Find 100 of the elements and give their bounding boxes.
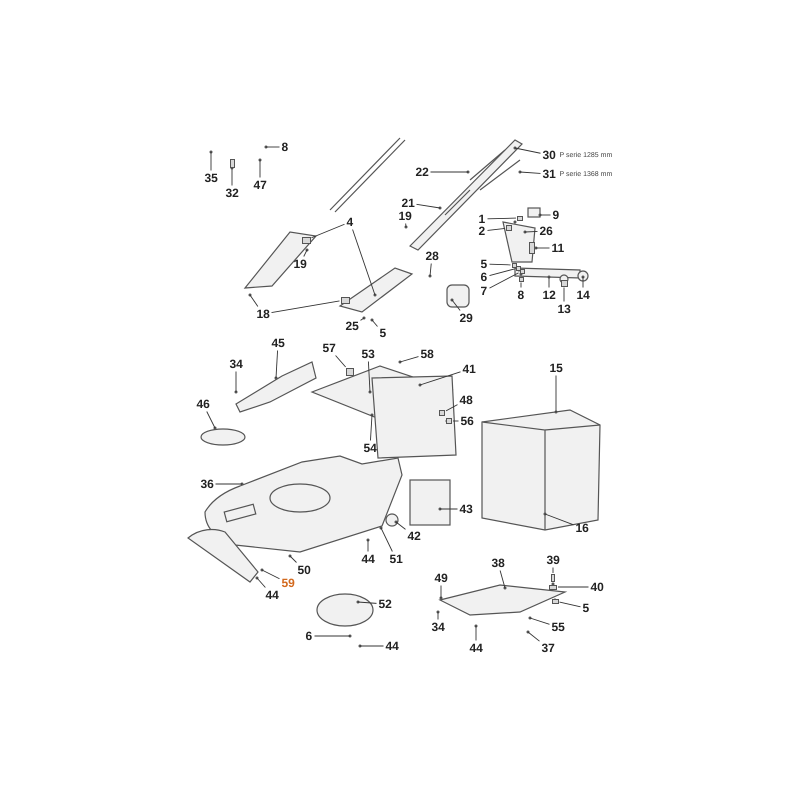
callout-number: 26 [538, 224, 554, 238]
callout-number: 22 [414, 166, 430, 178]
callout-number: 43 [458, 502, 474, 516]
leader-line [540, 214, 551, 216]
callout-number: 6 [304, 630, 314, 642]
leader-line [520, 282, 522, 288]
callout-number: 30 [542, 148, 557, 162]
leader-line [266, 146, 280, 148]
callout-number: 42 [406, 530, 422, 542]
callout-number: 50 [296, 564, 312, 576]
callout-number: 51 [388, 552, 404, 566]
leader-line [544, 514, 574, 526]
small-part-drawing [506, 225, 512, 231]
callout-number: 34 [430, 620, 446, 634]
leader-line [396, 522, 406, 530]
callout-number: 32 [224, 186, 240, 200]
leader-line [530, 618, 550, 625]
leader-line [548, 276, 550, 288]
small-part-drawing [520, 268, 524, 274]
leader-line [452, 420, 459, 422]
callout-number: 41 [462, 362, 477, 376]
callout-number: 14 [576, 288, 591, 302]
callout-number: 8 [280, 140, 290, 154]
leader-line [430, 263, 432, 276]
small-part-drawing [551, 574, 555, 582]
callout-number: 53 [360, 348, 376, 360]
callout-number: 11 [550, 242, 566, 254]
small-part-drawing [230, 158, 234, 168]
leader-line [358, 602, 377, 604]
small-part-drawing [439, 410, 445, 416]
leader-line [440, 508, 458, 510]
callout-number: 37 [540, 642, 556, 654]
callout-number: 5 [582, 602, 590, 614]
callout-number: 5 [480, 258, 488, 270]
small-part-drawing [518, 276, 524, 282]
leader-line [528, 632, 540, 642]
callout-number: 57 [322, 342, 337, 354]
leader-line [558, 586, 589, 588]
callout-number: 44 [264, 588, 280, 602]
callout-number: 18 [256, 308, 271, 320]
leader-line [514, 148, 541, 154]
callout-number: 36 [200, 478, 215, 490]
callout-number: 40 [590, 580, 605, 594]
leader-line [582, 276, 584, 288]
callout-number: 16 [574, 522, 590, 534]
callout-number: 5 [378, 326, 388, 340]
small-part-drawing [346, 368, 354, 376]
callout-number: 46 [196, 398, 211, 410]
small-part-drawing [340, 296, 350, 304]
leader-line [400, 356, 419, 362]
callout-number: 9 [552, 208, 560, 222]
callout-number: 15 [548, 362, 564, 374]
leader-line [405, 223, 406, 228]
small-part-drawing [552, 598, 558, 604]
leader-line [256, 578, 266, 588]
callout-number: 29 [458, 312, 474, 324]
leader-line [452, 300, 461, 311]
callout-number: 54 [362, 442, 378, 454]
leader-line [440, 585, 442, 598]
callout-number: 25 [344, 320, 360, 332]
leader-line [489, 268, 515, 276]
leader-line [489, 264, 511, 266]
leader-line [210, 152, 212, 171]
callout-number: 48 [458, 394, 474, 406]
leader-line [487, 228, 506, 231]
small-part-drawing [517, 216, 523, 220]
callout-number: 28 [424, 250, 440, 262]
callout-number: 34 [228, 358, 244, 370]
leader-line [380, 528, 393, 552]
callout-number: 4 [346, 216, 354, 228]
leader-line [446, 404, 458, 412]
leader-line [360, 318, 364, 321]
leader-line [416, 204, 440, 208]
leader-line [372, 320, 378, 327]
leader-line [262, 570, 280, 580]
small-part-drawing [446, 418, 452, 424]
callout-number: 7 [480, 284, 488, 298]
callout-number: 13 [556, 302, 572, 316]
leader-line [487, 218, 516, 220]
leader-line [489, 272, 519, 289]
leader-line [290, 556, 297, 563]
callout-number: 49 [434, 572, 449, 584]
callout-number: 44 [360, 552, 376, 566]
leader-line [250, 294, 258, 307]
leader-line [500, 570, 506, 588]
leader-line [335, 355, 346, 368]
leader-line [276, 350, 278, 378]
small-part-drawing [529, 242, 535, 254]
callout-number: 8 [516, 288, 526, 302]
callout-number: 44 [468, 642, 484, 654]
leader-line [352, 229, 376, 296]
leader-line [370, 414, 372, 441]
callout-number: 12 [542, 288, 557, 302]
leader-line [311, 224, 345, 238]
callout-number: 45 [270, 336, 286, 350]
callout-number: 2 [478, 224, 486, 238]
leader-line [420, 371, 461, 386]
callout-number: 58 [420, 348, 435, 360]
leader-line [303, 250, 308, 257]
leader-line [368, 361, 370, 392]
